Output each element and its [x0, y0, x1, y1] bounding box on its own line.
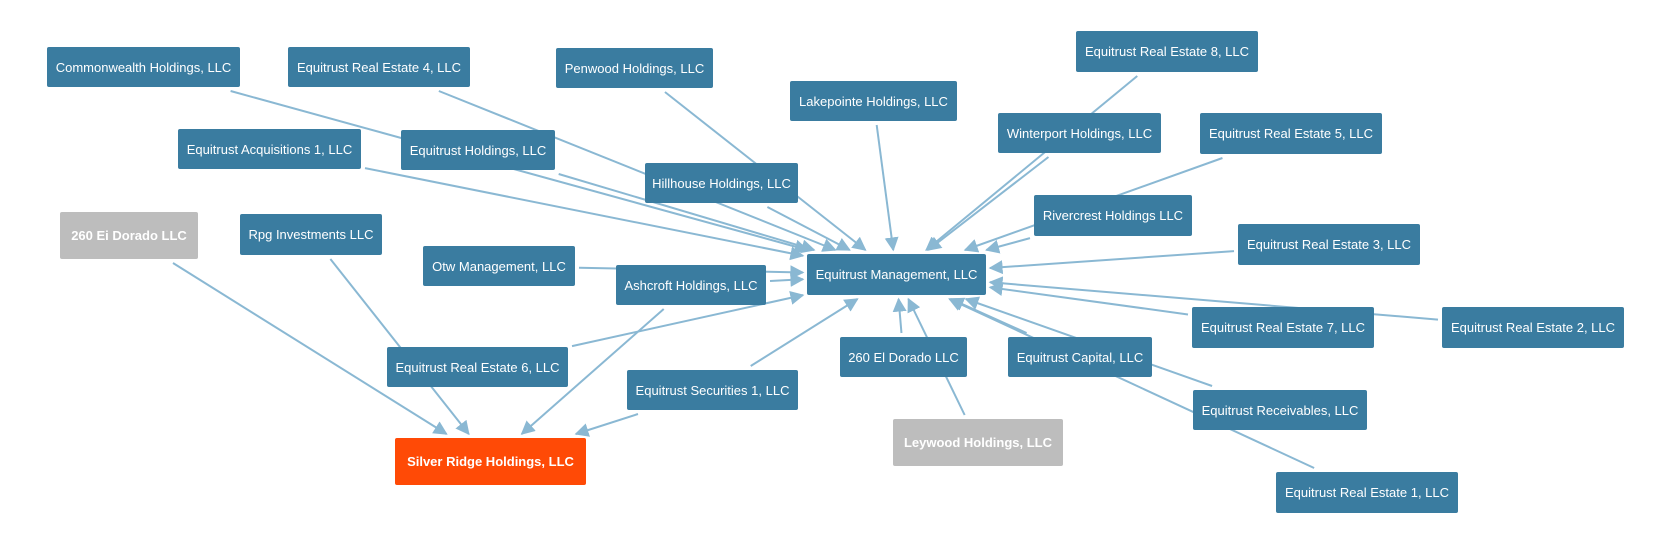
node-equitrust-real-estate-6[interactable]: Equitrust Real Estate 6, LLC: [387, 347, 568, 387]
node-penwood-holdings[interactable]: Penwood Holdings, LLC: [556, 48, 713, 88]
edge-rivercrest-to-emgmt: [985, 237, 1031, 254]
edge-acq1-to-emgmt: [364, 167, 805, 261]
node-260-el-dorado[interactable]: 260 El Dorado LLC: [840, 337, 967, 377]
node-equitrust-real-estate-8[interactable]: Equitrust Real Estate 8, LLC: [1076, 31, 1258, 72]
edge-winterport-to-emgmt: [927, 156, 1050, 251]
edge-lakepointe-to-emgmt: [875, 124, 899, 252]
node-rivercrest-holdings[interactable]: Rivercrest Holdings LLC: [1034, 195, 1192, 236]
node-equitrust-holdings[interactable]: Equitrust Holdings, LLC: [401, 130, 555, 170]
node-equitrust-real-estate-5[interactable]: Equitrust Real Estate 5, LLC: [1200, 113, 1382, 154]
node-equitrust-securities-1[interactable]: Equitrust Securities 1, LLC: [627, 370, 798, 410]
edge-er3-to-emgmt: [988, 250, 1235, 275]
node-equitrust-real-estate-2[interactable]: Equitrust Real Estate 2, LLC: [1442, 307, 1624, 348]
node-equitrust-real-estate-7[interactable]: Equitrust Real Estate 7, LLC: [1192, 307, 1374, 348]
edge-eholdings-to-emgmt: [558, 173, 816, 254]
edge-securities-to-emgmt: [750, 298, 859, 367]
node-otw-management[interactable]: Otw Management, LLC: [423, 246, 575, 286]
edge-er1-to-emgmt: [948, 297, 1315, 469]
edge-er8-to-emgmt: [925, 75, 1138, 251]
edge-ashcroft-to-silverridge: [520, 308, 665, 435]
edge-commonwealth-to-emgmt: [230, 90, 809, 254]
edge-hillhouse-to-emgmt: [766, 206, 851, 251]
edge-eldorado-to-emgmt: [892, 297, 907, 334]
edge-securities-to-silverridge: [574, 413, 639, 437]
node-equitrust-real-estate-3[interactable]: Equitrust Real Estate 3, LLC: [1238, 224, 1420, 265]
edge-ashcroft-to-emgmt: [769, 272, 805, 287]
edge-er4-to-emgmt: [438, 90, 837, 252]
node-equitrust-acquisitions-1[interactable]: Equitrust Acquisitions 1, LLC: [178, 129, 361, 169]
node-equitrust-capital[interactable]: Equitrust Capital, LLC: [1008, 337, 1152, 377]
node-equitrust-management[interactable]: Equitrust Management, LLC: [807, 254, 986, 295]
node-ashcroft-holdings[interactable]: Ashcroft Holdings, LLC: [616, 265, 766, 305]
node-rpg-investments[interactable]: Rpg Investments LLC: [240, 214, 382, 255]
node-hillhouse-holdings[interactable]: Hillhouse Holdings, LLC: [645, 163, 798, 203]
node-winterport-holdings[interactable]: Winterport Holdings, LLC: [998, 113, 1161, 153]
node-silver-ridge-holdings[interactable]: Silver Ridge Holdings, LLC: [395, 438, 586, 485]
edge-eidorado-to-silverridge: [172, 262, 448, 435]
node-commonwealth-holdings[interactable]: Commonwealth Holdings, LLC: [47, 47, 240, 87]
node-equitrust-real-estate-4[interactable]: Equitrust Real Estate 4, LLC: [288, 47, 470, 87]
node-260-ei-dorado[interactable]: 260 Ei Dorado LLC: [60, 212, 198, 259]
edge-rpg-to-silverridge: [329, 258, 470, 436]
node-lakepointe-holdings[interactable]: Lakepointe Holdings, LLC: [790, 81, 957, 121]
node-leywood-holdings[interactable]: Leywood Holdings, LLC: [893, 419, 1063, 466]
node-equitrust-real-estate-1[interactable]: Equitrust Real Estate 1, LLC: [1276, 472, 1458, 513]
edge-er7-to-emgmt: [988, 282, 1189, 316]
node-equitrust-receivables[interactable]: Equitrust Receivables, LLC: [1193, 390, 1367, 430]
